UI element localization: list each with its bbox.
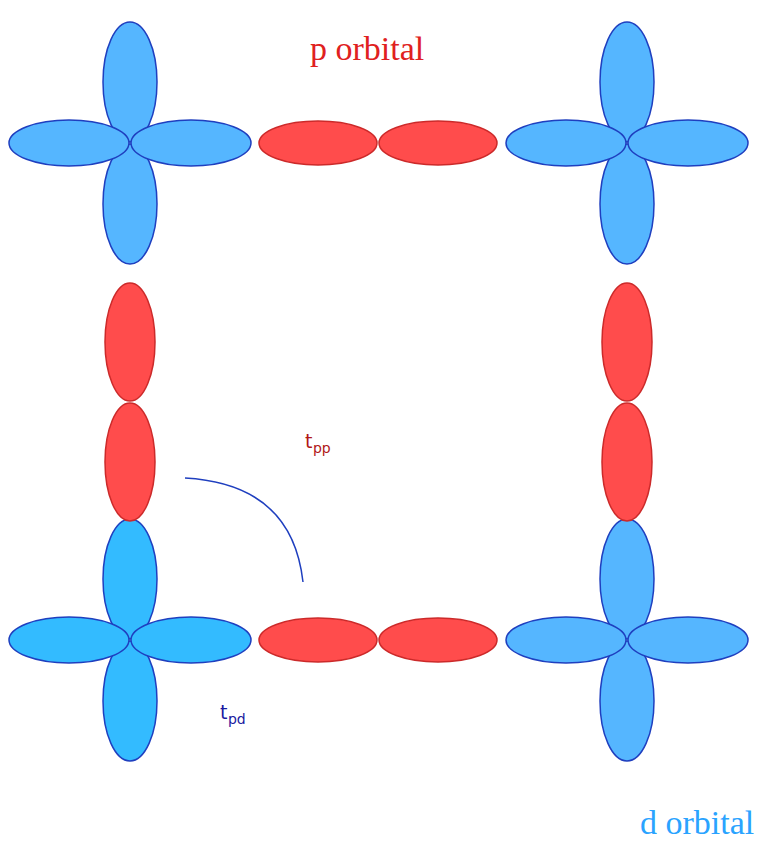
hopping-subscript: pp (313, 441, 331, 455)
hopping-symbol: t (220, 703, 227, 722)
hopping-subscript: pd (228, 712, 246, 726)
orbital-title: p orbital (310, 32, 424, 66)
p-orbital (105, 121, 652, 662)
hopping-arc (185, 478, 303, 582)
hopping-symbol: t (305, 432, 312, 451)
orbital-title: d orbital (640, 806, 754, 840)
d-orbital (9, 519, 251, 761)
d-orbital (9, 22, 748, 761)
